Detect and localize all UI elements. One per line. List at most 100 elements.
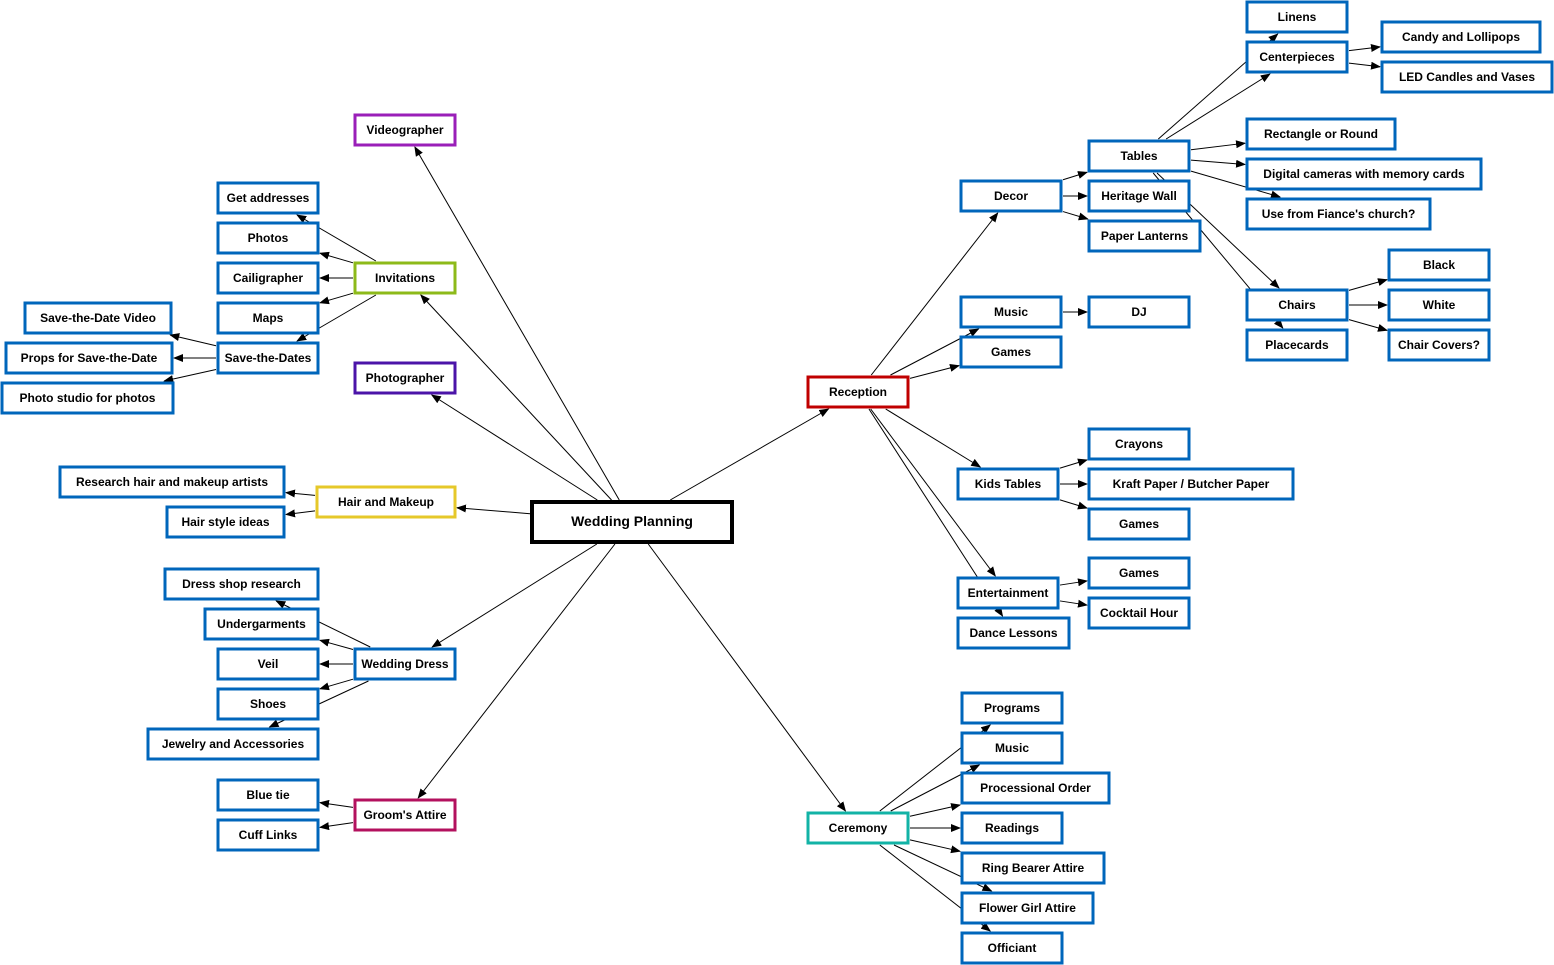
node-paper-lanterns[interactable]: Paper Lanterns: [1087, 219, 1202, 253]
node-games-kids[interactable]: Games: [1087, 507, 1191, 541]
node-crayons[interactable]: Crayons: [1087, 427, 1191, 461]
node-tables[interactable]: Tables: [1087, 139, 1191, 173]
node-label: Placecards: [1265, 338, 1329, 352]
node-get-addresses[interactable]: Get addresses: [216, 181, 320, 215]
node-calligrapher[interactable]: Cailigrapher: [216, 261, 320, 295]
node-led-candles[interactable]: LED Candles and Vases: [1380, 60, 1554, 94]
node-label: Wedding Dress: [361, 657, 448, 671]
node-label: Games: [991, 345, 1031, 359]
node-cocktail-hour[interactable]: Cocktail Hour: [1087, 596, 1191, 630]
node-root[interactable]: Wedding Planning: [530, 500, 734, 544]
node-white[interactable]: White: [1387, 288, 1491, 322]
node-label: Decor: [994, 189, 1028, 203]
node-digital-cameras[interactable]: Digital cameras with memory cards: [1245, 157, 1483, 191]
node-label: Games: [1119, 517, 1159, 531]
edge-entertainment-to-cocktail_hour: [1059, 599, 1088, 608]
edge-reception-to-entertainment: [870, 408, 996, 577]
edge-save_the_dates-to-std_video: [169, 333, 217, 347]
node-label: Centerpieces: [1259, 50, 1335, 64]
node-save-the-dates[interactable]: Save-the-Dates: [216, 341, 320, 375]
node-decor[interactable]: Decor: [959, 179, 1063, 213]
node-music-r[interactable]: Music: [959, 295, 1063, 329]
node-music-c[interactable]: Music: [960, 731, 1064, 765]
node-label: Programs: [984, 701, 1040, 715]
node-black[interactable]: Black: [1387, 248, 1491, 282]
node-grooms-attire[interactable]: Groom's Attire: [353, 798, 457, 832]
node-photo-studio[interactable]: Photo studio for photos: [0, 381, 175, 415]
node-ring-bearer[interactable]: Ring Bearer Attire: [960, 851, 1106, 885]
node-hair-style[interactable]: Hair style ideas: [165, 505, 286, 539]
node-label: Use from Fiance's church?: [1262, 207, 1416, 221]
node-photographer[interactable]: Photographer: [353, 361, 457, 395]
node-box: [806, 375, 910, 409]
node-label: Digital cameras with memory cards: [1263, 167, 1465, 181]
node-maps[interactable]: Maps: [216, 301, 320, 335]
node-readings[interactable]: Readings: [960, 811, 1064, 845]
node-photos[interactable]: Photos: [216, 221, 320, 255]
edge-hair_makeup-to-hair_style: [285, 509, 316, 518]
node-chair-covers[interactable]: Chair Covers?: [1387, 328, 1491, 362]
node-chairs[interactable]: Chairs: [1245, 288, 1349, 322]
node-box: [353, 647, 457, 681]
node-box: [1087, 295, 1191, 329]
node-label: Readings: [985, 821, 1039, 835]
node-rect-round[interactable]: Rectangle or Round: [1245, 117, 1397, 151]
node-box: [216, 301, 320, 335]
node-label: Videographer: [366, 123, 443, 137]
node-fiance-church[interactable]: Use from Fiance's church?: [1245, 197, 1432, 231]
node-blue-tie[interactable]: Blue tie: [216, 778, 320, 812]
node-ceremony[interactable]: Ceremony: [806, 811, 910, 845]
node-processional[interactable]: Processional Order: [960, 771, 1111, 805]
node-kraft-paper[interactable]: Kraft Paper / Butcher Paper: [1087, 467, 1295, 501]
node-label: Cailigrapher: [233, 271, 303, 285]
node-box: [960, 731, 1064, 765]
node-box: [959, 179, 1063, 213]
node-label: Props for Save-the-Date: [21, 351, 158, 365]
node-veil[interactable]: Veil: [216, 647, 320, 681]
node-label: Heritage Wall: [1101, 189, 1177, 203]
node-dress-shop[interactable]: Dress shop research: [163, 567, 320, 601]
edge-root-to-ceremony: [647, 543, 847, 812]
node-box: [1245, 157, 1483, 191]
node-centerpieces[interactable]: Centerpieces: [1245, 40, 1349, 74]
node-cuff-links[interactable]: Cuff Links: [216, 818, 320, 852]
node-box: [1245, 40, 1349, 74]
node-officiant[interactable]: Officiant: [960, 931, 1064, 965]
node-label: DJ: [1131, 305, 1146, 319]
edge-wedding_dress-to-undergarments: [319, 638, 354, 650]
node-std-props[interactable]: Props for Save-the-Date: [4, 341, 174, 375]
node-reception[interactable]: Reception: [806, 375, 910, 409]
node-games-r[interactable]: Games: [959, 335, 1063, 369]
node-box: [315, 485, 457, 519]
node-box: [1245, 197, 1432, 231]
node-videographer[interactable]: Videographer: [353, 113, 457, 147]
node-dj[interactable]: DJ: [1087, 295, 1191, 329]
node-undergarments[interactable]: Undergarments: [203, 607, 320, 641]
node-entertainment[interactable]: Entertainment: [956, 576, 1060, 610]
node-box: [1245, 117, 1397, 151]
node-candy[interactable]: Candy and Lollipops: [1380, 20, 1542, 54]
node-research-hair[interactable]: Research hair and makeup artists: [58, 465, 286, 499]
edge-root-to-photographer: [430, 394, 598, 501]
node-dance-lessons[interactable]: Dance Lessons: [956, 616, 1071, 650]
node-flower-girl[interactable]: Flower Girl Attire: [960, 891, 1095, 925]
node-games-ent[interactable]: Games: [1087, 556, 1191, 590]
node-box: [960, 771, 1111, 805]
node-hair-makeup[interactable]: Hair and Makeup: [315, 485, 457, 519]
node-shoes[interactable]: Shoes: [216, 687, 320, 721]
node-box: [353, 798, 457, 832]
node-std-video[interactable]: Save-the-Date Video: [23, 301, 173, 335]
node-wedding-dress[interactable]: Wedding Dress: [353, 647, 457, 681]
node-label: Get addresses: [227, 191, 310, 205]
node-programs[interactable]: Programs: [960, 691, 1064, 725]
node-box: [216, 687, 320, 721]
node-placecards[interactable]: Placecards: [1245, 328, 1349, 362]
node-label: Reception: [829, 385, 887, 399]
node-box: [58, 465, 286, 499]
node-kids-tables[interactable]: Kids Tables: [956, 467, 1060, 501]
node-label: Kids Tables: [975, 477, 1042, 491]
node-invitations[interactable]: Invitations: [353, 261, 457, 295]
node-jewelry[interactable]: Jewelry and Accessories: [146, 727, 320, 761]
node-heritage-wall[interactable]: Heritage Wall: [1087, 179, 1191, 213]
node-linens[interactable]: Linens: [1245, 0, 1349, 34]
